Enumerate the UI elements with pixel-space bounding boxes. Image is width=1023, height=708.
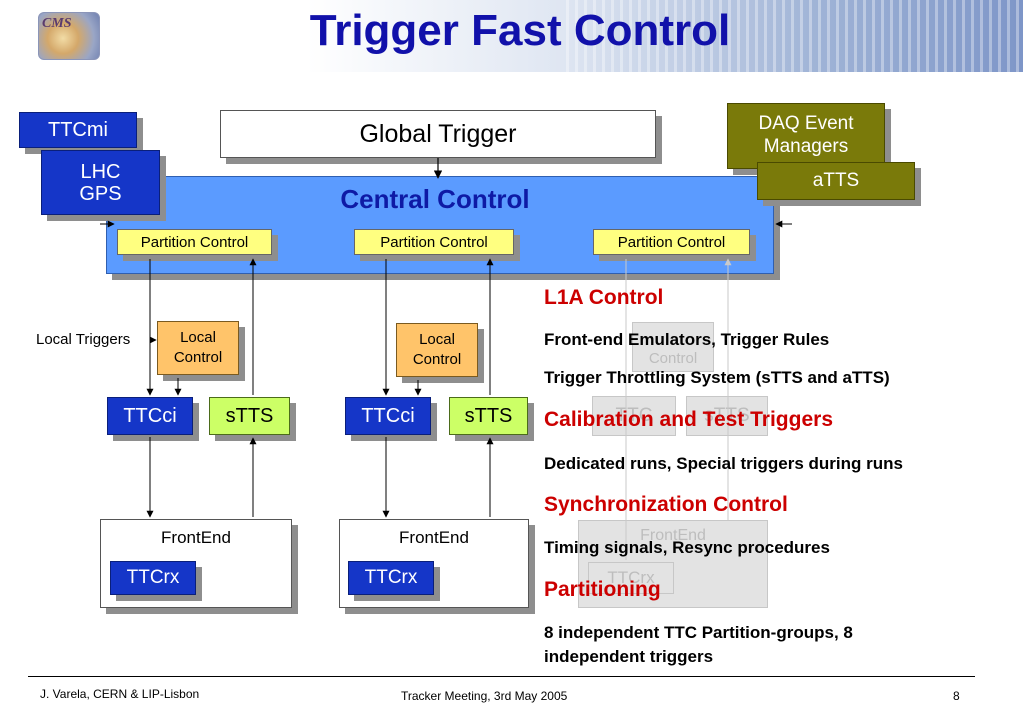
daq-event-managers-box: DAQ Event Managers: [727, 103, 885, 169]
local-control-2: Local Control: [396, 323, 478, 377]
local-triggers-label: Local Triggers: [36, 331, 131, 348]
ttcci-2-label: TTCci: [361, 404, 415, 427]
ttcci-box-2: TTCci: [345, 397, 431, 435]
lhc-gps-box: LHC GPS: [41, 150, 160, 215]
partitioning-heading: Partitioning: [544, 578, 661, 601]
stts-2-label: sTTS: [464, 404, 513, 427]
footer-event: Tracker Meeting, 3rd May 2005: [401, 689, 568, 703]
calib-heading: Calibration and Test Triggers: [544, 408, 833, 431]
central-control-panel: [106, 176, 774, 274]
ghost-frontend-label: FrontEnd: [640, 527, 706, 544]
footer-author: J. Varela, CERN & LIP-Lisbon: [40, 687, 200, 701]
frontend-2-label: FrontEnd: [399, 528, 469, 547]
ttcrx-1-label: TTCrx: [126, 567, 180, 588]
l1a-line-2: Trigger Throttling System (sTTS and aTTS…: [544, 368, 890, 387]
sync-heading: Synchronization Control: [544, 493, 788, 516]
ttcrx-box-2: TTCrx: [348, 561, 434, 595]
atts-box: aTTS: [757, 162, 915, 200]
ttcrx-2-label: TTCrx: [364, 567, 418, 588]
title-stripes: [560, 0, 1023, 72]
ghost-ttcrx-label: TTCrx: [607, 568, 655, 587]
ttcci-box-1: TTCci: [107, 397, 193, 435]
global-trigger-box: Global Trigger: [220, 110, 656, 158]
ttcrx-box-1: TTCrx: [110, 561, 196, 595]
ttcmi-box: TTCmi: [19, 112, 137, 148]
title-band: [0, 0, 1023, 72]
partition-control-2-label: Partition Control: [380, 233, 488, 251]
local-control-1-line2: Control: [173, 349, 223, 366]
partitioning-line-1: 8 independent TTC Partition-groups, 8: [544, 623, 853, 642]
ttcci-1-label: TTCci: [123, 404, 177, 427]
l1a-line-1: Front-end Emulators, Trigger Rules: [544, 330, 830, 349]
ghost-stts-box: sTTS: [686, 396, 768, 436]
partitioning-line-2: independent triggers: [544, 647, 714, 666]
cms-logo-icon: [38, 12, 100, 60]
local-control-1-line1: Local: [180, 329, 216, 346]
ghost-control-box: Control: [632, 322, 714, 372]
l1a-heading: L1A Control: [544, 286, 664, 309]
calib-line-1: Dedicated runs, Special triggers during …: [544, 454, 903, 473]
partition-control-1: Partition Control: [117, 229, 272, 255]
stts-1-label: sTTS: [225, 404, 274, 427]
sync-line-1: Timing signals, Resync procedures: [544, 538, 830, 557]
daq-event-label: DAQ Event: [758, 113, 854, 134]
gps-label: GPS: [79, 182, 122, 205]
stts-box-2: sTTS: [449, 397, 528, 435]
ghost-ttc-box: TTC: [592, 396, 676, 436]
footer-page-number: 8: [953, 689, 960, 703]
global-trigger-label: Global Trigger: [359, 119, 517, 148]
ghost-ttc-label: TTC: [615, 405, 653, 426]
partition-control-3-label: Partition Control: [617, 233, 726, 251]
managers-label: Managers: [763, 136, 849, 157]
atts-label: aTTS: [812, 170, 860, 191]
central-control-label: Central Control: [340, 184, 530, 214]
local-control-2-line1: Local: [419, 331, 455, 348]
local-control-1: Local Control: [157, 321, 239, 375]
stts-box-1: sTTS: [209, 397, 290, 435]
partition-control-3: Partition Control: [593, 229, 750, 255]
partition-control-2: Partition Control: [354, 229, 514, 255]
ttcmi-label: TTCmi: [48, 118, 108, 141]
ghost-ttcrx-box: TTCrx: [588, 562, 674, 594]
local-control-2-line2: Control: [412, 351, 462, 368]
lhc-label: LHC: [80, 160, 121, 183]
frontend-1-label: FrontEnd: [161, 528, 231, 547]
partition-control-1-label: Partition Control: [140, 233, 249, 251]
page-title: Trigger Fast Control: [309, 6, 731, 55]
footer-divider: [28, 676, 975, 677]
ghost-stts-label: sTTS: [704, 405, 750, 426]
cms-logo-text: CMS: [42, 16, 72, 31]
ghost-control-label: Control: [648, 349, 698, 367]
